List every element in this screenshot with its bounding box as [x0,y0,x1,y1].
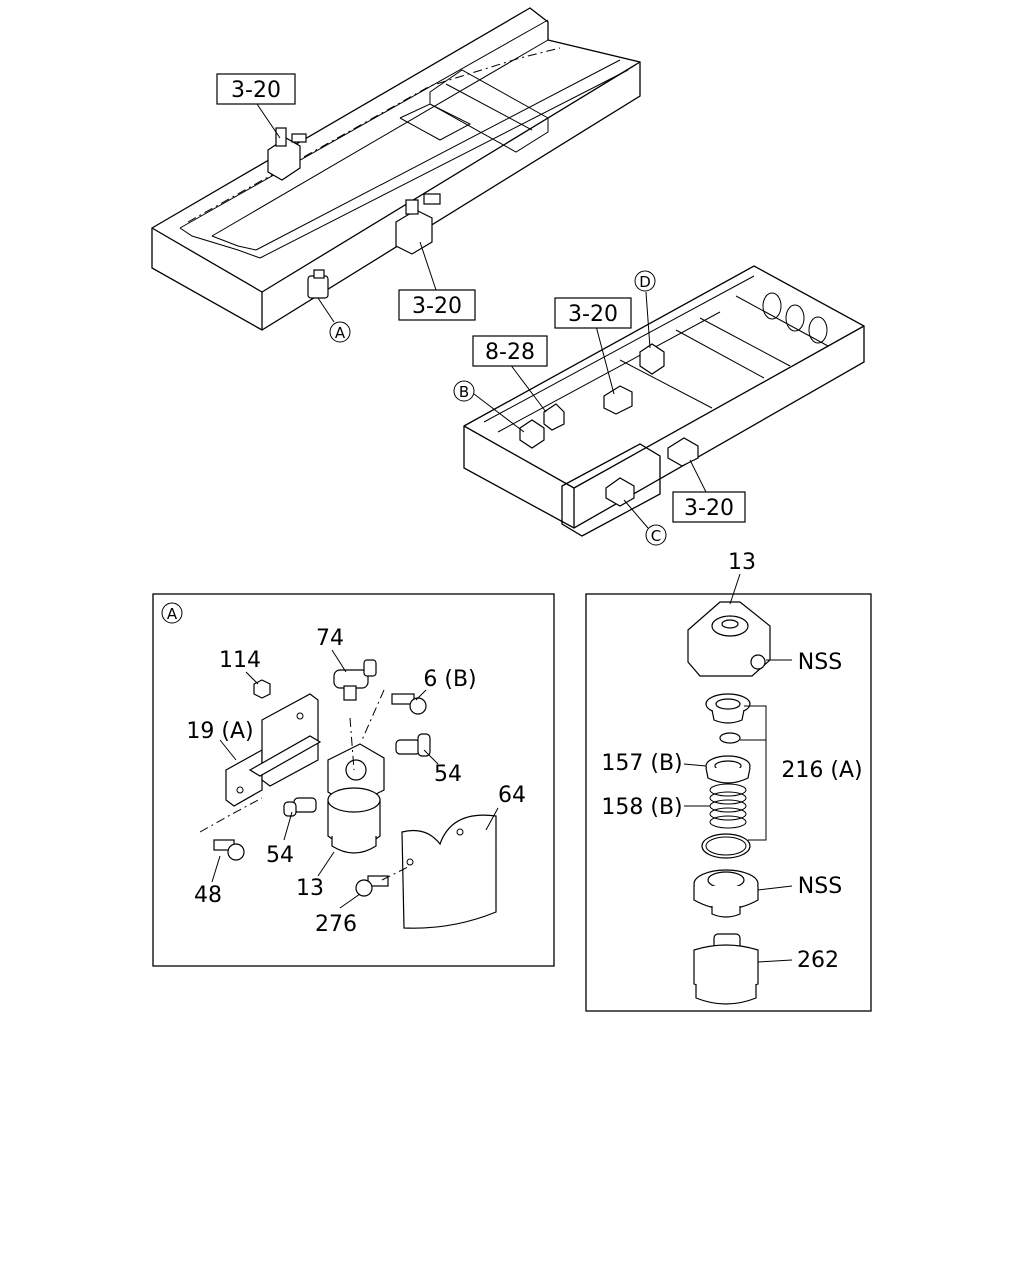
label-nss-mid: NSS [798,874,842,899]
filter-bowl-262 [693,933,759,1005]
label-157b: 157 (B) [601,751,682,776]
label-64: 64 [498,783,526,808]
large-o-ring [701,833,751,859]
label-276: 276 [315,912,357,937]
bracket-middle [395,193,441,255]
marker-label: C [651,527,661,545]
bolt-6b [391,693,427,715]
small-o-ring [719,732,741,744]
label-19a: 19 (A) [186,719,253,744]
bracket-c [605,477,635,507]
bracket-d [639,343,665,375]
bolt-48 [213,839,245,861]
frame-rail-left [151,7,641,331]
label-48: 48 [194,883,222,908]
filter-element [693,869,759,918]
marker-d[interactable]: D [634,270,656,292]
label-nss-top: NSS [798,650,842,675]
svg-text:A: A [167,605,178,623]
label-54-right: 54 [434,762,462,787]
ref-label: 3-20 [412,294,462,319]
label-262: 262 [797,948,839,973]
detail-a-panel: A [152,593,555,967]
spring-158b [709,783,747,829]
filter-location-a [307,269,329,299]
bracket-b [519,403,565,449]
detail-a-marker: A [161,602,183,624]
label-13: 13 [728,550,756,575]
connector-54-right [395,733,431,757]
frame-rail-right [463,265,865,537]
filter-detail-panel: 13 NSS 157 (B) 216 (A) 158 (B) NSS 262 [585,550,872,1012]
ref-box-3-20-lower[interactable]: 3-20 [672,491,746,523]
label-114: 114 [219,648,261,673]
sensor-block-left [603,385,633,415]
ref-label: 8-28 [485,340,535,365]
bracket-upper [267,127,307,181]
sensor-block-right [667,437,699,467]
ref-box-3-20-middle[interactable]: 3-20 [398,289,476,321]
label-216a: 216 (A) [781,758,862,783]
label-13: 13 [296,876,324,901]
label-74: 74 [316,626,344,651]
ref-box-3-20-upper[interactable]: 3-20 [216,73,296,105]
connector-54-left [283,797,317,817]
label-54-left: 54 [266,843,294,868]
ref-box-3-20-right[interactable]: 3-20 [554,297,632,329]
marker-a[interactable]: A [329,321,351,343]
ref-label: 3-20 [231,78,281,103]
marker-label: B [459,383,469,401]
t-fitting [333,659,377,701]
ref-label: 3-20 [568,302,618,327]
label-158b: 158 (B) [601,795,682,820]
marker-b[interactable]: B [453,380,475,402]
bracket-plate [225,693,322,807]
nut-114 [253,679,271,699]
filter-bowl [327,787,381,854]
spring-seat-157b [705,755,751,784]
label-6b: 6 (B) [423,667,476,692]
marker-label: D [639,273,651,291]
bolt-276 [355,875,389,897]
marker-label: A [335,324,346,342]
filter-head-13 [687,601,771,677]
ref-label: 3-20 [684,496,734,521]
ref-box-8-28[interactable]: 8-28 [472,335,548,367]
heat-shield [401,814,497,929]
marker-c[interactable]: C [645,524,667,546]
seal-ring [705,693,751,724]
